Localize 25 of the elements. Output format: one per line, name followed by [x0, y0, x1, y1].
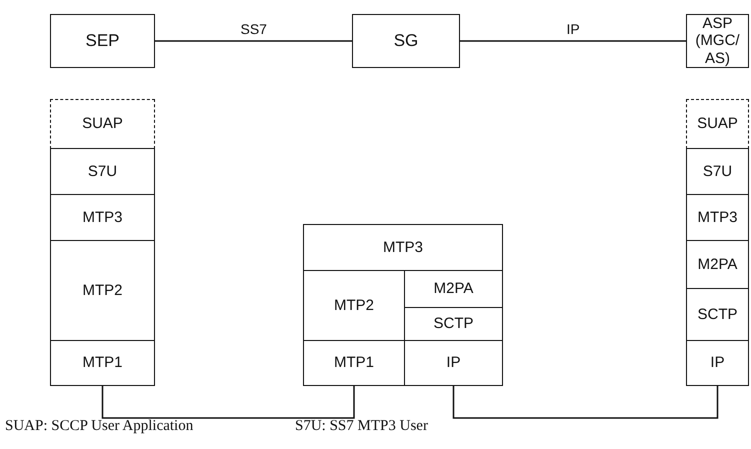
- protocol-layer-box: MTP3: [50, 194, 155, 241]
- protocol-layer-box: MTP1: [303, 340, 405, 386]
- protocol-layer-box: M2PA: [686, 240, 749, 289]
- entity-box: SEP: [50, 14, 155, 68]
- entity-box: ASP (MGC/ AS): [686, 14, 749, 68]
- protocol-layer-box: SUAP: [686, 99, 749, 149]
- protocol-layer-box: IP: [404, 340, 503, 386]
- abbreviation-note: S7U: SS7 MTP3 User: [295, 418, 428, 435]
- edge-label: IP: [564, 21, 582, 37]
- protocol-layer-box: MTP1: [50, 340, 155, 386]
- protocol-layer-box: IP: [686, 340, 749, 386]
- abbreviation-note: SUAP: SCCP User Application: [5, 418, 194, 435]
- protocol-layer-box: S7U: [50, 148, 155, 195]
- connector-line: [460, 40, 686, 42]
- protocol-layer-box: SUAP: [50, 99, 155, 149]
- connector-line: [102, 386, 355, 419]
- protocol-layer-box: MTP3: [686, 194, 749, 241]
- protocol-layer-box: SCTP: [686, 288, 749, 341]
- connector-line: [452, 386, 718, 419]
- edge-label: SS7: [238, 21, 269, 37]
- connector-line: [155, 40, 352, 42]
- protocol-layer-box: S7U: [686, 148, 749, 195]
- protocol-layer-box: MTP3: [303, 224, 503, 271]
- protocol-layer-box: MTP2: [50, 240, 155, 341]
- entity-box: SG: [352, 14, 460, 68]
